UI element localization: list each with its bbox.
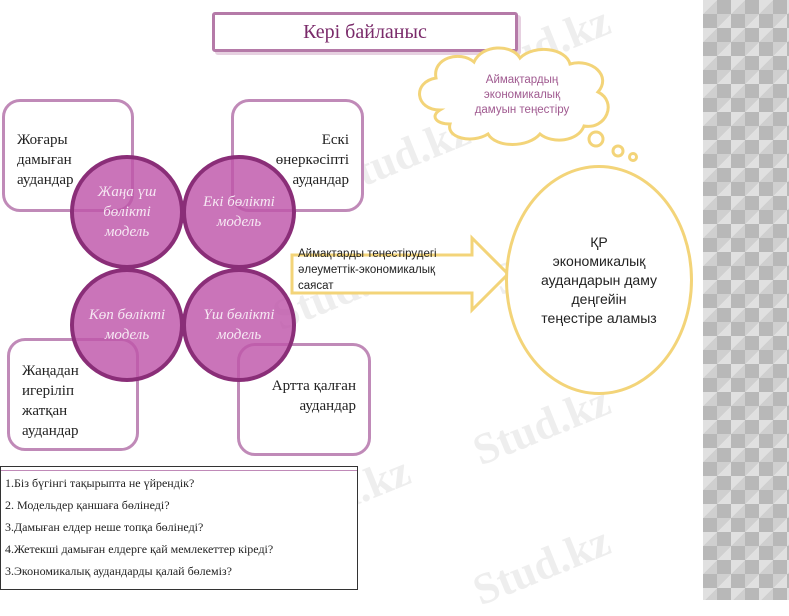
region-line: аудандар bbox=[292, 172, 349, 188]
thought-bubble-medium bbox=[611, 144, 625, 158]
outcome-line: аудандарын даму bbox=[540, 271, 657, 288]
region-line: аудандар bbox=[22, 423, 79, 439]
model-label: Екі бөлікті модель bbox=[203, 194, 275, 230]
model-circle-three-part: Үш бөлікті модель bbox=[182, 268, 296, 382]
region-line: жатқан bbox=[22, 403, 68, 419]
region-line: дамыған bbox=[17, 152, 72, 168]
region-line: Жаңадан bbox=[22, 363, 79, 379]
region-box-lagging: Артта қалған аудандар bbox=[237, 343, 371, 456]
region-line: аудандар bbox=[299, 398, 356, 414]
arrow-label-line: әлеуметтік-экономикалық bbox=[298, 264, 436, 276]
model-label: Жаңа үш бөлікті модель bbox=[97, 184, 157, 240]
outcome-line: экономикалық bbox=[552, 252, 646, 269]
question-item: 2. Модельдер қаншаға бөлінеді? bbox=[5, 498, 170, 512]
question-item: 3.Дамыған елдер неше топқа бөлінеді? bbox=[5, 520, 204, 534]
cloud-line: дамуын теңестіру bbox=[474, 104, 570, 116]
region-line: Артта қалған bbox=[271, 378, 356, 394]
region-box-newly-developed: Жаңадан игеріліп жатқан аудандар bbox=[7, 338, 139, 451]
model-label: Үш бөлікті модель bbox=[203, 307, 275, 343]
cloud-line: экономикалық bbox=[483, 89, 561, 101]
region-line: өнеркәсіпті bbox=[275, 152, 349, 168]
outcome-line: ҚР bbox=[590, 233, 608, 250]
region-line: аудандар bbox=[17, 172, 74, 188]
question-item: 4.Жетекші дамыған елдерге қай мемлекетте… bbox=[5, 542, 274, 556]
cloud-text: Аймақтардың экономикалық дамуын теңестір… bbox=[462, 73, 582, 118]
policy-arrow-label: Аймақтарды теңестірудегі әлеуметтік-экон… bbox=[298, 246, 468, 294]
model-label: Көп бөлікті модель bbox=[88, 307, 166, 343]
questions-box: 1.Біз бүгінгі тақырыпта не үйрендік? 2. … bbox=[0, 466, 358, 590]
region-line: Ескі bbox=[321, 132, 349, 148]
model-circle-two-part: Екі бөлікті модель bbox=[182, 155, 296, 269]
page-title: Кері байланыс bbox=[303, 20, 427, 43]
region-box-developed: Жоғары дамыған аудандар bbox=[2, 99, 134, 212]
region-line: Жоғары bbox=[17, 132, 68, 148]
arrow-label-line: саясат bbox=[298, 280, 334, 292]
thought-bubble-large bbox=[587, 130, 605, 148]
cloud-line: Аймақтардың bbox=[485, 74, 559, 86]
region-line: игеріліп bbox=[22, 383, 74, 399]
outcome-oval: ҚР экономикалық аудандарын даму деңгейін… bbox=[505, 165, 693, 395]
model-circle-new-three-part: Жаңа үш бөлікті модель bbox=[70, 155, 184, 269]
watermark: Stud.kz bbox=[466, 515, 618, 616]
title-box: Кері байланыс bbox=[212, 12, 518, 52]
outcome-line: деңгейін bbox=[571, 290, 627, 307]
question-item: 1.Біз бүгінгі тақырыпта не үйрендік? bbox=[5, 476, 195, 490]
question-item: 3.Экономикалық аудандарды қалай бөлеміз? bbox=[5, 564, 232, 578]
arrow-label-line: Аймақтарды теңестірудегі bbox=[298, 248, 437, 260]
outcome-line: теңестіре аламыз bbox=[541, 309, 657, 326]
thought-bubble-small bbox=[628, 152, 638, 162]
side-pattern-decoration bbox=[703, 0, 789, 600]
model-circle-multi-part: Көп бөлікті модель bbox=[70, 268, 184, 382]
